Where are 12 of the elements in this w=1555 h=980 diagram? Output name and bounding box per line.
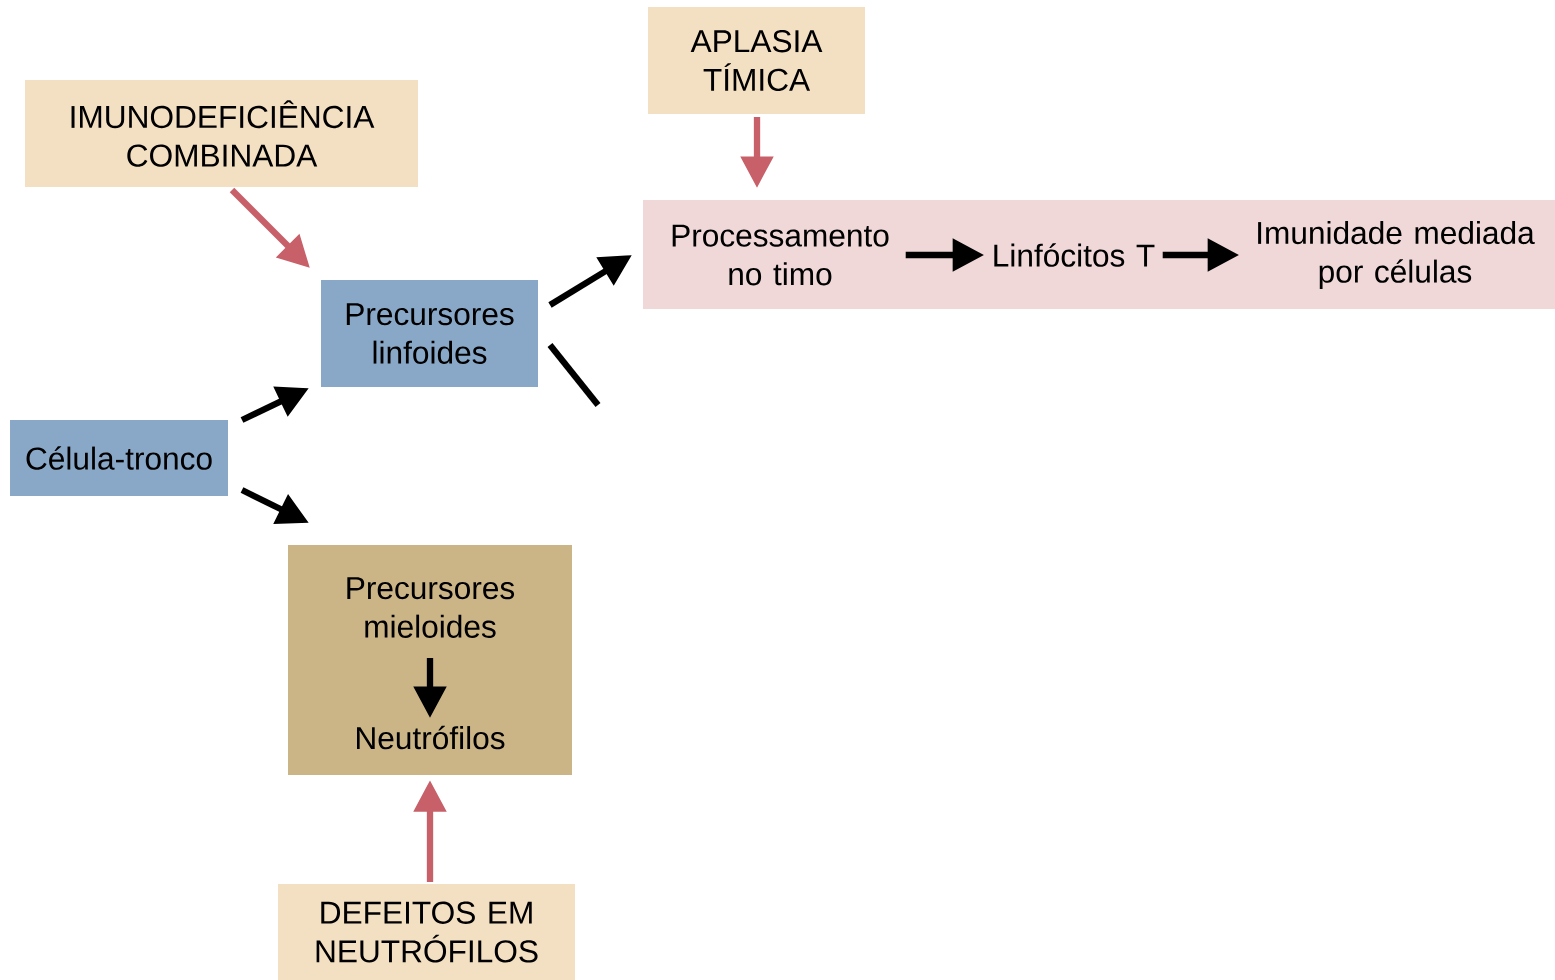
disorder-box: IMUNODEFICIÊNCIA COMBINADA <box>25 80 418 187</box>
cell-box: Precursores linfoides <box>321 280 538 387</box>
stage-text: Processamento no timo <box>672 224 889 286</box>
stage-text: Linfócitos T <box>994 243 1155 267</box>
disorder-box: APLASIA TÍMICA <box>648 7 865 114</box>
pathway-band <box>643 200 1555 309</box>
disorder-box: DEFEITOS EM NEUTRÓFILOS <box>278 884 575 980</box>
stage-text: Precursores mieloides <box>347 577 515 638</box>
stage-text: Imunidade mediada por células <box>1258 220 1535 290</box>
cell-group-box <box>288 545 572 775</box>
cell-box: Célula-tronco <box>10 420 228 496</box>
stage-text: Neutrófilos <box>357 725 505 750</box>
